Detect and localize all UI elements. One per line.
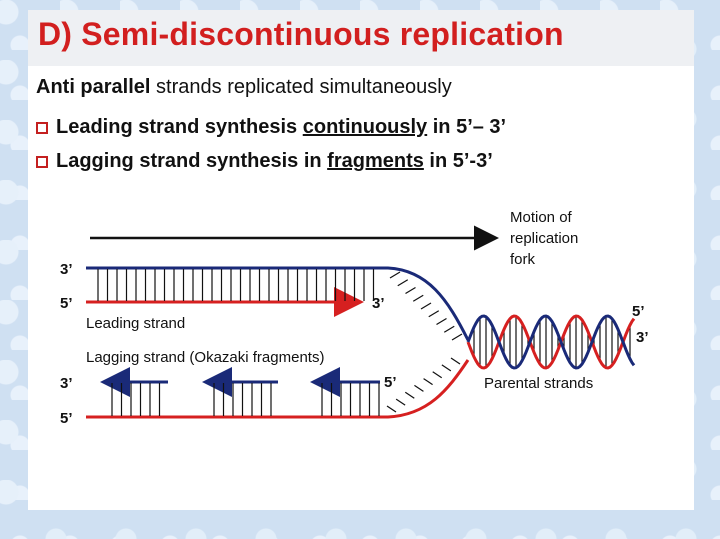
title-bar: D) Semi-discontinuous replication — [28, 10, 694, 66]
label-right-3: 3’ — [636, 329, 649, 346]
bullet-leading: Leading strand synthesis continuously in… — [36, 116, 506, 139]
bullet-leading-emphasis: continuously — [302, 116, 428, 138]
bullet-lagging-before: Lagging strand synthesis in — [56, 150, 328, 172]
fork-ticks — [386, 271, 463, 413]
slide: D) Semi-discontinuous replication Anti p… — [28, 10, 694, 510]
subtitle-bold: Anti parallel — [36, 76, 151, 98]
label-lagging-5: 5’ — [384, 374, 397, 391]
checkbox-bullet-icon — [36, 155, 48, 168]
bottom-parental-strand — [86, 359, 470, 419]
label-leading-strand: Leading strand — [86, 315, 185, 332]
label-bottom-5: 5’ — [60, 410, 73, 427]
label-parental-strands: Parental strands — [484, 375, 593, 392]
subtitle: Anti parallel strands replicated simulta… — [36, 76, 452, 99]
label-right-5: 5’ — [632, 303, 645, 320]
lagging-rungs — [111, 383, 380, 416]
helix-blue-strand — [466, 314, 636, 370]
label-lagging-strand: Lagging strand (Okazaki fragments) — [86, 349, 324, 366]
label-bottom-3: 3’ — [60, 375, 73, 392]
bullet-lagging-emphasis: fragments — [327, 150, 424, 172]
motion-label-1: Motion of — [510, 209, 573, 226]
bullet-leading-before: Leading strand synthesis — [56, 116, 303, 138]
motion-label-2: replication — [510, 230, 578, 247]
bullet-lagging-after: in 5’-3’ — [423, 150, 493, 172]
replication-diagram: Motion of replication fork 3’ 5’ 3’ Lead… — [60, 209, 649, 427]
slide-title: D) Semi-discontinuous replication — [38, 16, 564, 52]
leading-rungs — [97, 269, 375, 301]
motion-label-3: fork — [510, 251, 536, 268]
helix-rungs — [473, 316, 631, 368]
helix-red-strand — [466, 314, 636, 370]
bullet-leading-after: in 5’– 3’ — [427, 116, 507, 138]
label-leading-3: 3’ — [372, 295, 385, 312]
subtitle-rest: strands replicated simultaneously — [156, 76, 452, 98]
label-top-3: 3’ — [60, 261, 73, 278]
top-parental-strand — [86, 266, 470, 341]
label-top-5: 5’ — [60, 295, 73, 312]
checkbox-bullet-icon — [36, 121, 48, 134]
bullet-lagging: Lagging strand synthesis in fragments in… — [36, 150, 493, 173]
